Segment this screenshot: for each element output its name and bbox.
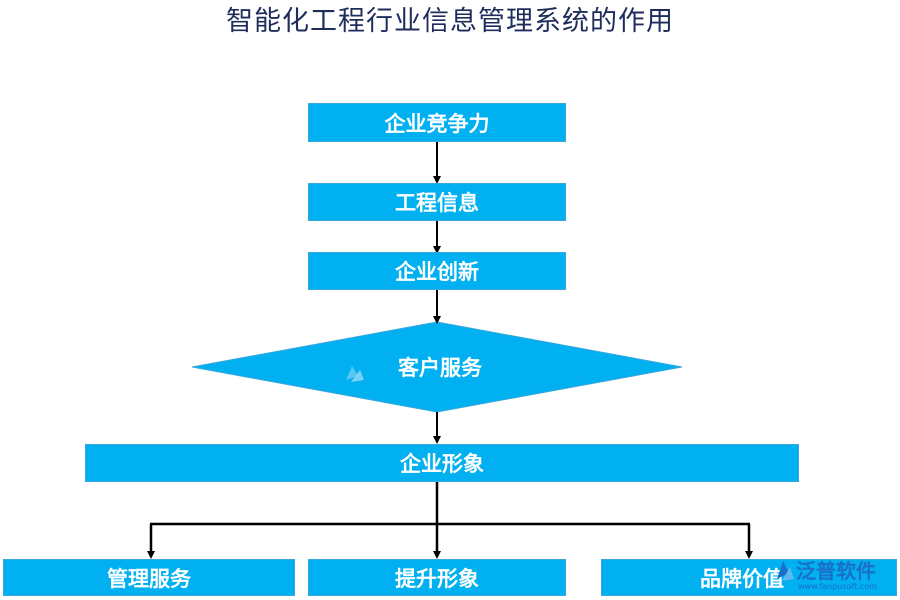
watermark-url: www.fanpusoft.com bbox=[798, 582, 877, 591]
node-management-service: 管理服务 bbox=[3, 559, 295, 596]
node-competitiveness: 企业竞争力 bbox=[308, 103, 566, 142]
center-watermark-logo bbox=[346, 366, 364, 382]
brand-logo-icon bbox=[777, 561, 794, 581]
node-corporate-image: 企业形象 bbox=[85, 444, 799, 482]
node-customer-service: 客户服务 bbox=[398, 355, 482, 380]
node-innovation: 企业创新 bbox=[308, 252, 566, 290]
node-improve-image: 提升形象 bbox=[308, 559, 566, 596]
page-title: 智能化工程行业信息管理系统的作用 bbox=[226, 6, 674, 37]
watermark-brand: 泛普软件 bbox=[796, 559, 876, 583]
brand-watermark: 泛普软件 www.fanpusoft.com bbox=[772, 553, 898, 595]
node-brand-value: 品牌价值 bbox=[601, 559, 897, 596]
node-engineering-info: 工程信息 bbox=[308, 183, 566, 221]
